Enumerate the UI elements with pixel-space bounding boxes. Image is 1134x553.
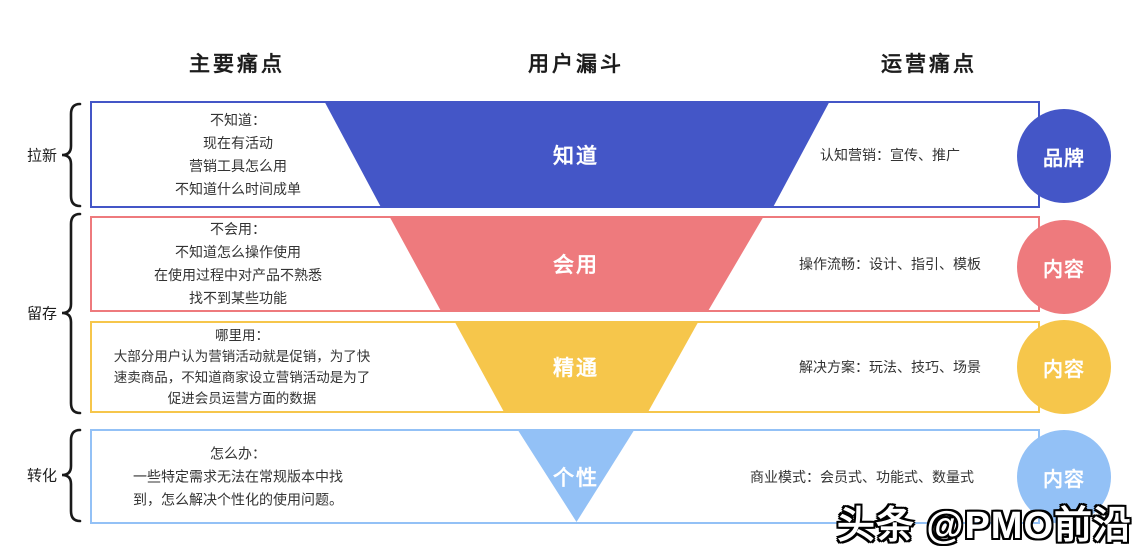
- solution-circle-brand: 品牌: [1017, 109, 1111, 203]
- header-operation-pain-points: 运营痛点: [881, 53, 977, 76]
- funnel-row-proficient: 哪里用： 大部分用户认为营销活动就是促销，为了快 速卖商品，不知道商家设立营销活…: [90, 321, 1040, 413]
- funnel-stage-label: 精通: [553, 357, 599, 380]
- solution-circle-content-2: 内容: [1017, 320, 1111, 414]
- operation-pain-text: 解决方案：玩法、技巧、场景: [799, 359, 981, 375]
- funnel-stage-label: 知道: [553, 144, 599, 168]
- pain-points-text: 不知道： 现在有活动 营销工具怎么用 不知道什么时间成单: [175, 111, 301, 197]
- bracket-acquisition: [61, 102, 82, 208]
- header-user-funnel: 用户漏斗: [528, 53, 624, 76]
- header-main-pain-points: 主要痛点: [189, 53, 285, 76]
- pain-points-text: 哪里用： 大部分用户认为营销活动就是促销，为了快 速卖商品，不知道商家设立营销活…: [113, 328, 371, 406]
- funnel-stage-label: 个性: [553, 466, 599, 490]
- funnel-segment-shape: [325, 103, 829, 206]
- funnel-row-can-use: 不会用： 不知道怎么操作使用 在使用过程中对产品不熟悉 找不到某些功能 会用 操…: [90, 216, 1040, 312]
- circle-label: 内容: [1043, 468, 1085, 491]
- funnel-segment-awareness: [325, 103, 829, 206]
- stage-label-conversion: 转化: [26, 467, 58, 485]
- operation-pain-text: 商业模式：会员式、功能式、数量式: [750, 468, 974, 485]
- solution-circle-content-1: 内容: [1017, 220, 1111, 314]
- bracket-retention: [61, 212, 82, 415]
- funnel-segment-can-use: [390, 218, 763, 310]
- stage-label-acquisition: 拉新: [26, 147, 58, 165]
- funnel-segment-personalization: [518, 431, 634, 522]
- stage-label-retention: 留存: [26, 305, 58, 323]
- operation-pain-text: 认知营销：宣传、推广: [820, 146, 960, 163]
- solution-circle-content-3: 内容: [1017, 430, 1111, 524]
- bracket-conversion: [61, 428, 82, 523]
- pain-points-text: 不会用： 不知道怎么操作使用 在使用过程中对产品不熟悉 找不到某些功能: [154, 221, 322, 306]
- funnel-row-awareness: 不知道： 现在有活动 营销工具怎么用 不知道什么时间成单 知道 认知营销：宣传、…: [90, 101, 1040, 208]
- funnel-segment-shape: [455, 323, 698, 411]
- watermark-toutiao-pmo: 头条 @PMO前沿: [836, 505, 1132, 547]
- operation-pain-text: 操作流畅：设计、指引、模板: [799, 256, 981, 272]
- circle-label: 品牌: [1043, 147, 1085, 170]
- pain-points-text: 怎么办： 一些特定需求无法在常规版本中找 到，怎么解决个性化的使用问题。: [133, 445, 343, 507]
- funnel-segment-shape: [390, 218, 763, 310]
- circle-label: 内容: [1043, 258, 1085, 281]
- funnel-stage-label: 会用: [553, 254, 599, 277]
- funnel-segment-shape: [518, 431, 634, 522]
- circle-label: 内容: [1043, 358, 1085, 381]
- funnel-row-personalization: 怎么办： 一些特定需求无法在常规版本中找 到，怎么解决个性化的使用问题。 个性 …: [90, 429, 1040, 524]
- funnel-segment-proficient: [455, 323, 698, 411]
